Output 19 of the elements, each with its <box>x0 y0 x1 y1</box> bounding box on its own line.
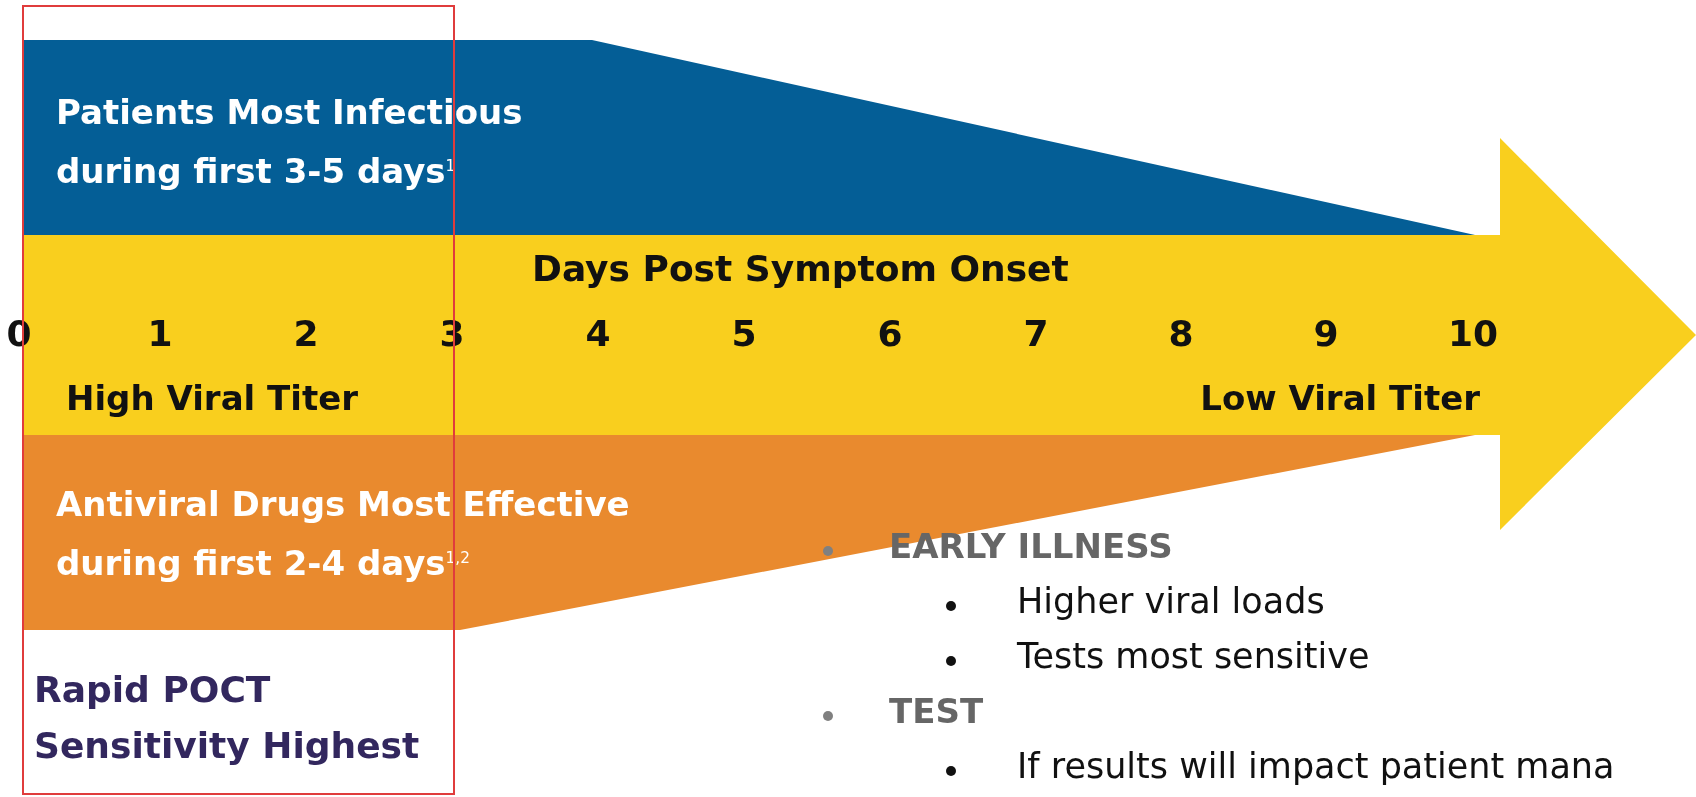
list-item: If results will impact patient mana <box>1017 746 1615 786</box>
axis-title: Days Post Symptom Onset <box>532 248 1069 289</box>
day-number: 8 <box>1167 313 1195 354</box>
list-heading: EARLY ILLNESS <box>889 526 1173 566</box>
titer-label: Low Viral Titer <box>1200 378 1480 418</box>
list-item: Tests most sensitive <box>1017 636 1370 676</box>
day-number: 7 <box>1022 313 1050 354</box>
day-number: 6 <box>876 313 904 354</box>
day-number: 1 <box>146 313 174 354</box>
list-item: Higher viral loads <box>1017 581 1325 621</box>
day-number: 5 <box>730 313 758 354</box>
day-number: 2 <box>292 313 320 354</box>
highlight-text: Rapid POCT Sensitivity Highest <box>34 668 421 768</box>
band-text: Antiviral Drugs Most Effective during first 2-4 days$^{1,2}$ <box>56 483 631 586</box>
titer-label: High Viral Titer <box>66 378 358 418</box>
day-number: 10 <box>1446 313 1500 354</box>
day-number: 9 <box>1312 313 1340 354</box>
day-number: 4 <box>584 313 612 354</box>
list-heading: TEST <box>889 691 984 731</box>
